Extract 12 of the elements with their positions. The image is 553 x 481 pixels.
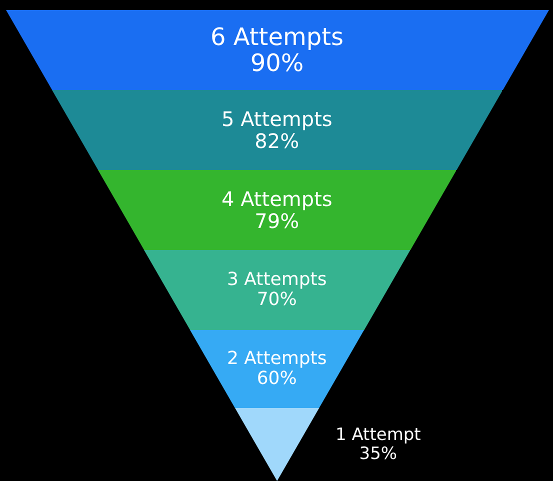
percentage-label: 82% bbox=[254, 130, 300, 152]
stage-label: 1 Attempt bbox=[335, 426, 421, 445]
percentage-label: 35% bbox=[358, 444, 398, 464]
percentage-label: 60% bbox=[256, 368, 297, 389]
stage-label: 3 Attempts bbox=[226, 270, 327, 290]
percentage-label: 70% bbox=[256, 290, 297, 310]
stage-label: 5 Attempts bbox=[221, 108, 332, 130]
percentage-label: 79% bbox=[254, 210, 300, 232]
stage-label: 6 Attempts bbox=[210, 24, 344, 50]
stage-label: 4 Attempts bbox=[221, 188, 332, 210]
percentage-label: 90% bbox=[250, 50, 304, 76]
stage-label: 2 Attempts bbox=[226, 349, 327, 369]
